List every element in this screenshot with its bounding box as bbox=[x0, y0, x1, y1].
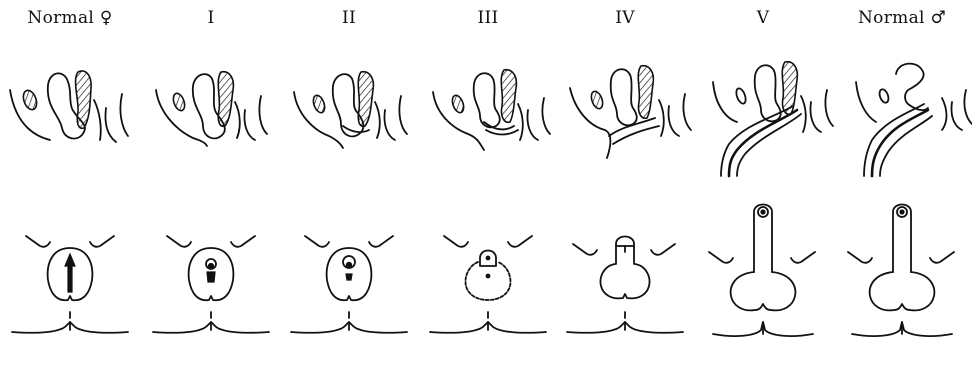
external-view-normal-male bbox=[848, 205, 954, 337]
external-view-stage-3 bbox=[430, 236, 546, 333]
sagittal-view-stage-5 bbox=[713, 62, 833, 176]
external-view-normal-female bbox=[12, 236, 128, 333]
external-view-stage-5 bbox=[709, 205, 815, 337]
sagittal-view-stage-1 bbox=[156, 72, 267, 146]
sagittal-view-stage-2 bbox=[294, 72, 407, 148]
sagittal-view-stage-3 bbox=[433, 70, 550, 150]
external-view-stage-4 bbox=[567, 237, 683, 333]
external-view-stage-2 bbox=[291, 236, 407, 333]
sagittal-view-normal-female bbox=[10, 71, 128, 142]
external-view-stage-1 bbox=[153, 236, 269, 333]
sagittal-view-normal-male bbox=[856, 64, 972, 176]
sagittal-view-stage-4 bbox=[570, 66, 691, 158]
